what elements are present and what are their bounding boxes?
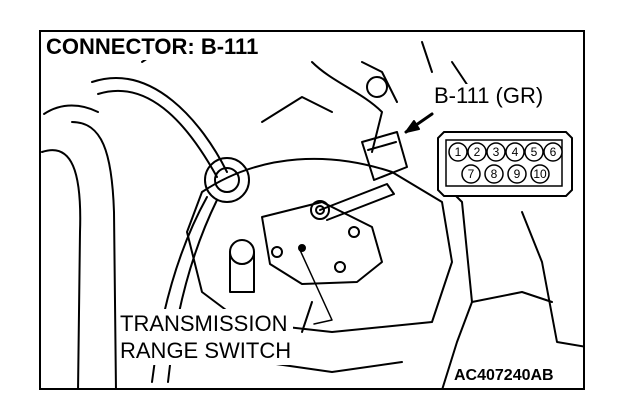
connector-pin-6 — [543, 142, 563, 162]
component-label-line2: RANGE SWITCH — [120, 338, 292, 363]
connector-pin-10 — [530, 164, 550, 184]
connector-pin-4 — [505, 142, 525, 162]
connector-pin-number-6: 6 — [550, 145, 557, 159]
component-label: TRANSMISSION RANGE SWITCH — [118, 309, 294, 365]
connector-pin-number-1: 1 — [455, 145, 462, 159]
connector-pin-number-4: 4 — [512, 145, 519, 159]
connector-pin-9 — [507, 164, 527, 184]
connector-pin-3 — [486, 142, 506, 162]
connector-id-label: B-111 (GR) — [432, 83, 546, 108]
connector-pin-7 — [461, 164, 481, 184]
connector-pin-number-5: 5 — [531, 145, 538, 159]
connector-pin-number-3: 3 — [493, 145, 500, 159]
connector-pin-number-7: 7 — [468, 167, 475, 181]
connector-pin-5 — [524, 142, 544, 162]
component-label-line1: TRANSMISSION — [120, 311, 288, 336]
connector-pin-number-10: 10 — [533, 167, 547, 181]
connector-pin-8 — [484, 164, 504, 184]
connector-pin-number-8: 8 — [491, 167, 498, 181]
figure-code: AC407240AB — [452, 367, 556, 384]
connector-pin-2 — [467, 142, 487, 162]
connector-pin-1 — [448, 142, 468, 162]
connector-title: CONNECTOR: B-111 — [44, 34, 261, 60]
connector-pin-number-2: 2 — [474, 145, 481, 159]
connector-pin-number-9: 9 — [514, 167, 521, 181]
